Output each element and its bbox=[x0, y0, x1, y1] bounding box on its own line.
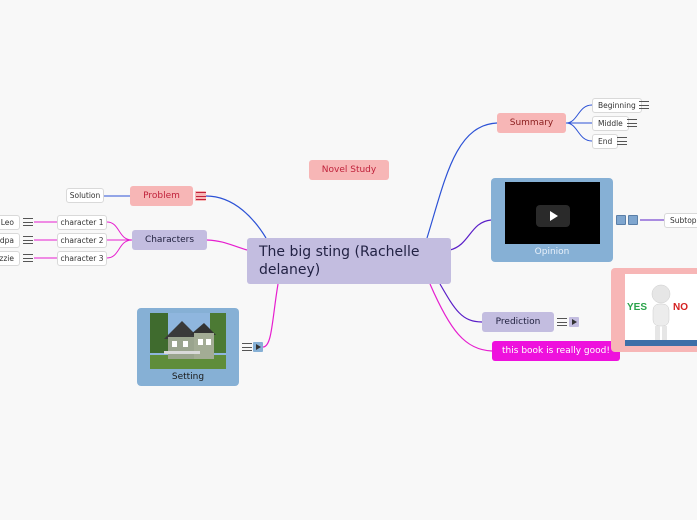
problem-label: Problem bbox=[143, 191, 180, 201]
solution-topic[interactable]: Solution bbox=[66, 188, 104, 203]
house-icon bbox=[150, 313, 226, 369]
root-title: The big sting (Rachelle delaney) bbox=[259, 244, 420, 278]
end-label: End bbox=[598, 137, 613, 146]
middle-notes-icon[interactable] bbox=[627, 119, 637, 127]
link-callout bbox=[429, 283, 493, 352]
prediction-label: Prediction bbox=[495, 317, 541, 327]
link-char1 bbox=[106, 221, 133, 241]
setting-topic[interactable]: Setting bbox=[137, 308, 239, 386]
characters-topic[interactable]: Characters bbox=[132, 230, 207, 250]
link-summary bbox=[426, 122, 498, 239]
character-2-label: character 2 bbox=[60, 236, 104, 245]
link-setting bbox=[262, 283, 279, 348]
callout-label: this book is really good! bbox=[502, 346, 610, 356]
character-1-notes-icon[interactable] bbox=[23, 218, 33, 226]
link-end bbox=[565, 122, 593, 142]
subtopic-label: Subtopic bbox=[670, 216, 697, 225]
beginning-notes-icon[interactable] bbox=[639, 101, 649, 109]
character-3-topic[interactable]: character 3 bbox=[57, 251, 107, 266]
beginning-label: Beginning bbox=[598, 101, 636, 110]
dpa-topic[interactable]: dpa bbox=[0, 233, 20, 248]
izzie-label: izzie bbox=[0, 254, 14, 263]
opinion-label: Opinion bbox=[534, 247, 570, 257]
link-problem bbox=[205, 195, 267, 239]
prediction-notes-icon[interactable] bbox=[557, 318, 567, 326]
yes-no-figure-icon bbox=[625, 284, 697, 346]
middle-label: Middle bbox=[598, 119, 623, 128]
leo-topic[interactable]: Leo bbox=[0, 215, 20, 230]
novel-study-topic[interactable]: Novel Study bbox=[309, 160, 389, 180]
video-thumbnail[interactable] bbox=[505, 182, 600, 244]
no-text: NO bbox=[673, 302, 688, 313]
opinion-notes-icon[interactable] bbox=[616, 215, 626, 225]
play-button[interactable] bbox=[536, 205, 570, 227]
opinion-link-icon[interactable] bbox=[628, 215, 638, 225]
leo-label: Leo bbox=[0, 218, 14, 227]
beginning-topic[interactable]: Beginning bbox=[592, 98, 642, 113]
character-2-notes-icon[interactable] bbox=[23, 236, 33, 244]
character-1-topic[interactable]: character 1 bbox=[57, 215, 107, 230]
link-prediction bbox=[439, 283, 483, 323]
house-image bbox=[150, 313, 226, 369]
link-beginning bbox=[565, 104, 593, 124]
character-2-topic[interactable]: character 2 bbox=[57, 233, 107, 248]
image-topic[interactable]: YES NO bbox=[611, 268, 697, 352]
problem-notes-icon[interactable] bbox=[195, 191, 206, 201]
character-3-label: character 3 bbox=[60, 254, 104, 263]
characters-label: Characters bbox=[144, 235, 195, 245]
character-3-notes-icon[interactable] bbox=[23, 254, 33, 262]
link-characters bbox=[206, 239, 248, 251]
setting-label: Setting bbox=[171, 372, 205, 382]
end-topic[interactable]: End bbox=[592, 134, 619, 149]
root-topic[interactable]: The big sting (Rachelle delaney) bbox=[247, 238, 451, 284]
end-notes-icon[interactable] bbox=[617, 137, 627, 145]
opinion-topic[interactable]: Opinion bbox=[491, 178, 613, 262]
prediction-expand-icon[interactable] bbox=[569, 317, 579, 327]
character-1-label: character 1 bbox=[60, 218, 104, 227]
yes-no-image: YES NO bbox=[625, 274, 697, 346]
prediction-callout[interactable]: this book is really good! bbox=[492, 341, 620, 361]
subtopic-topic[interactable]: Subtopic bbox=[664, 213, 697, 228]
setting-expand-icon[interactable] bbox=[253, 342, 263, 352]
novel-study-label: Novel Study bbox=[321, 165, 377, 175]
problem-topic[interactable]: Problem bbox=[130, 186, 193, 206]
play-icon bbox=[550, 211, 558, 221]
link-opinion bbox=[449, 219, 492, 251]
summary-topic[interactable]: Summary bbox=[497, 113, 566, 133]
prediction-topic[interactable]: Prediction bbox=[482, 312, 554, 332]
izzie-topic[interactable]: izzie bbox=[0, 251, 20, 266]
solution-label: Solution bbox=[69, 191, 101, 200]
dpa-label: dpa bbox=[0, 236, 14, 245]
summary-label: Summary bbox=[509, 118, 554, 128]
link-char3 bbox=[106, 239, 133, 259]
middle-topic[interactable]: Middle bbox=[592, 116, 629, 131]
yes-text: YES bbox=[627, 302, 648, 313]
setting-notes-icon[interactable] bbox=[242, 343, 252, 351]
